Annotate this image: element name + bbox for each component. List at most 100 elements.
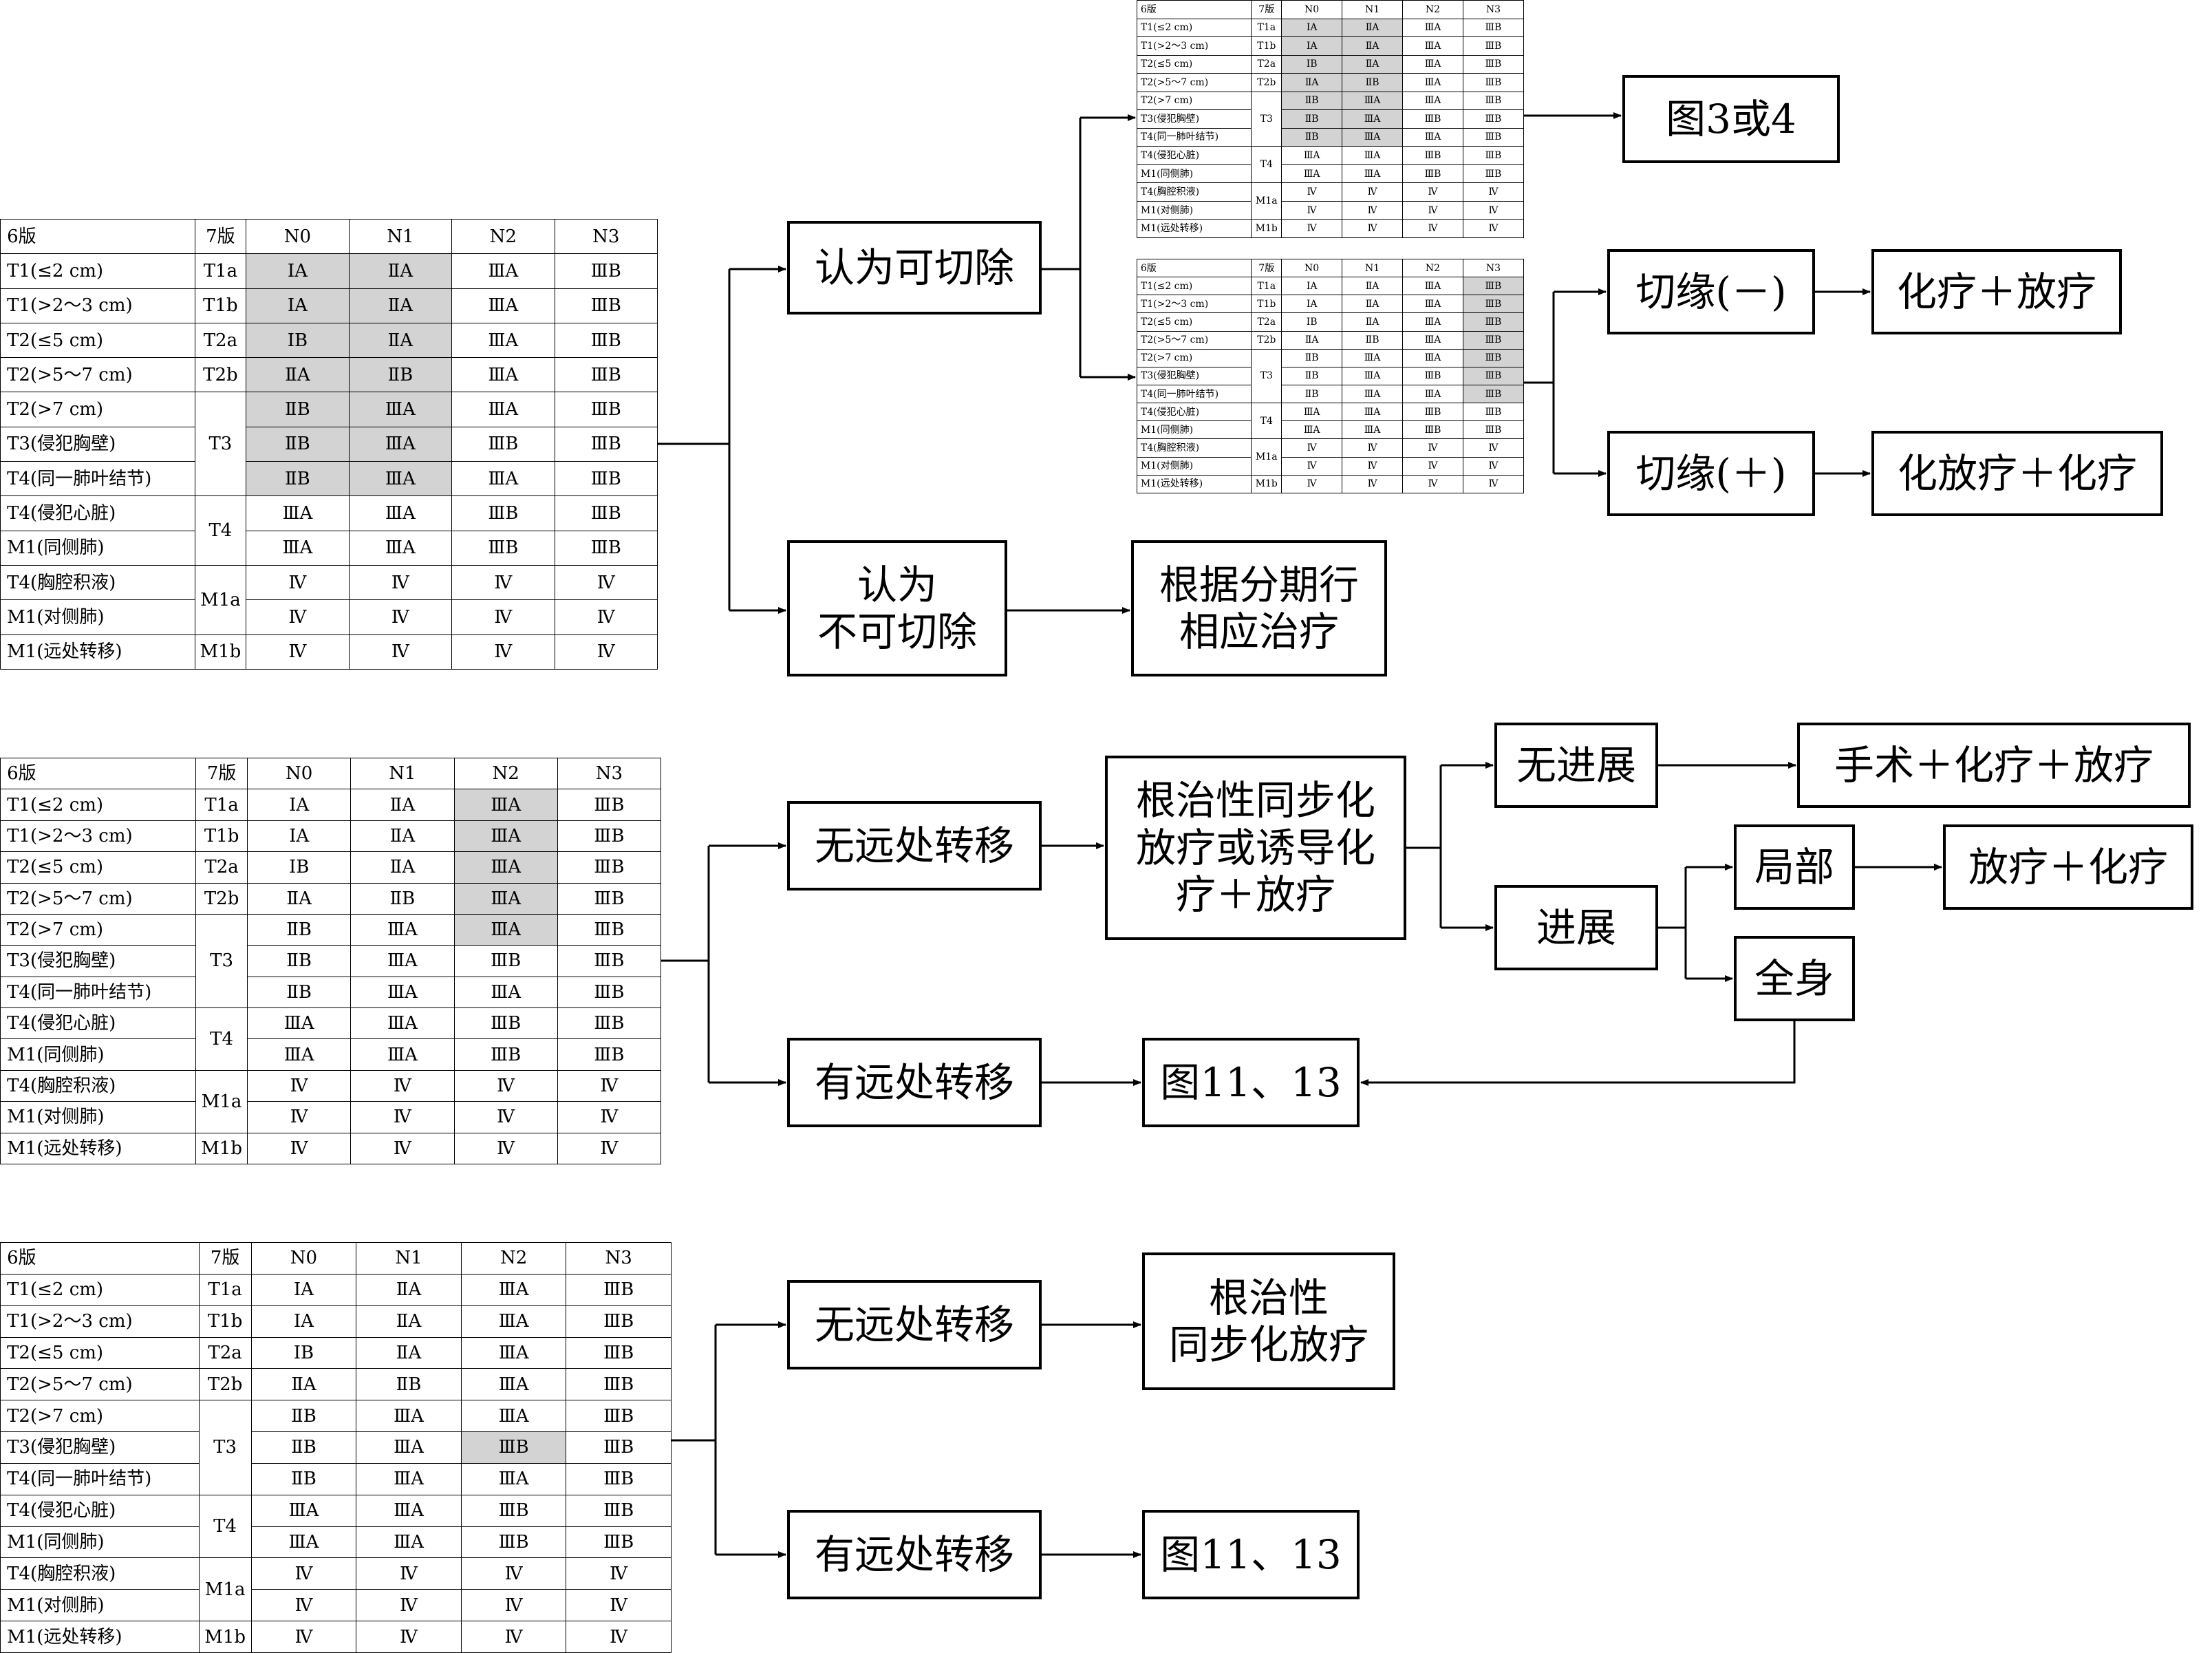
stage-cell: ⅢB (557, 820, 661, 853)
stage-cell: ⅡB (1281, 348, 1343, 367)
stage-cell: ⅢB (451, 495, 555, 531)
tnm-6th-cell: T2(≤5 cm) (0, 322, 195, 359)
stage-cell: ⅡA (250, 1368, 357, 1401)
stage-cell: ⅡA (1342, 54, 1404, 74)
stage-cell: ⅢA (350, 976, 455, 1009)
stage-cell: ⅠA (246, 253, 350, 289)
tnm-6th-cell: M1(远处转移) (0, 1621, 200, 1653)
stage-cell: Ⅳ (554, 634, 658, 670)
no-distant-mets-box-1: 无远处转移 (787, 801, 1042, 891)
tnm-6th-cell: T4(同一肺叶结节) (1136, 384, 1252, 404)
tnm-6th-cell: T1(>2～3 cm) (0, 820, 197, 853)
stage-cell: ⅠB (247, 851, 352, 884)
stage-cell: ⅡA (246, 357, 350, 393)
tnm-6th-cell: T3(侵犯胸壁) (0, 1431, 200, 1464)
tnm-6th-cell: M1(对侧肺) (1136, 200, 1252, 220)
stage-cell: ⅡA (348, 288, 453, 323)
header-cell: 6版 (1136, 0, 1252, 19)
header-cell: N2 (451, 218, 555, 255)
tnm-6th-cell: T1(>2～3 cm) (0, 1305, 200, 1338)
stage-cell: Ⅳ (453, 1069, 558, 1102)
stage-cell: ⅡA (356, 1273, 462, 1306)
stage-cell: ⅢB (1462, 73, 1524, 92)
tnm-7th-cell: T2a (1251, 54, 1282, 74)
tnm-7th-cell: M1b (1251, 219, 1282, 238)
header-cell: N0 (1281, 258, 1343, 278)
tnm-6th-cell: T2(≤5 cm) (1136, 54, 1252, 74)
stage-cell: Ⅳ (1462, 456, 1524, 476)
stage-cell: Ⅳ (1462, 219, 1524, 238)
header-cell: N0 (247, 757, 352, 790)
tnm-6th-cell: T2(>5～7 cm) (1136, 73, 1252, 92)
header-cell: N0 (1281, 0, 1343, 19)
stage-cell: ⅢA (1402, 384, 1463, 404)
stage-cell: ⅢA (250, 1494, 357, 1527)
stage-cell: Ⅳ (451, 599, 555, 635)
stage-cell: Ⅳ (557, 1069, 661, 1102)
stage-cell: ⅢB (1462, 312, 1524, 332)
tnm-6th-cell: T2(>7 cm) (0, 1400, 200, 1433)
stage-cell: ⅠA (1281, 18, 1343, 38)
stage-cell: ⅢA (1281, 164, 1343, 184)
stage-cell: Ⅳ (1342, 456, 1404, 476)
progression-box: 进展 (1494, 885, 1658, 970)
stage-cell: ⅢA (451, 253, 555, 289)
stage-cell: ⅡB (350, 882, 455, 915)
tnm-7th-cell: T2b (1251, 330, 1282, 350)
stage-cell: ⅢA (356, 1462, 462, 1495)
stage-cell: ⅡB (1281, 366, 1343, 385)
stage-cell: Ⅳ (1342, 474, 1404, 493)
stage-cell: ⅢA (453, 820, 558, 853)
connector-arrow (1360, 1021, 1796, 1086)
stage-cell: ⅢA (1342, 127, 1404, 147)
stage-cell: ⅡA (1342, 18, 1404, 38)
stage-cell: Ⅳ (566, 1621, 672, 1653)
tnm-6th-cell: T4(侵犯心脏) (0, 495, 195, 531)
stage-cell: ⅢB (1462, 420, 1524, 440)
stage-cell: Ⅳ (250, 1621, 357, 1653)
see-fig-11-13-box-2: 图11、13 (1142, 1510, 1360, 1599)
tnm-7th-cell: T2b (198, 1368, 252, 1401)
tnm-7th-cell: T4 (1251, 146, 1282, 184)
tnm-7th-cell: T1a (1251, 18, 1282, 38)
tnm-6th-cell: T2(>7 cm) (1136, 91, 1252, 111)
stage-cell: ⅢA (1281, 146, 1343, 165)
stage-cell: Ⅳ (356, 1621, 462, 1653)
header-cell: 7版 (1251, 258, 1282, 278)
tnm-7th-cell: T1b (1251, 295, 1282, 314)
tnm-6th-cell: T4(胸腔积液) (0, 1557, 200, 1590)
stage-cell: ⅠA (250, 1305, 357, 1338)
chemoradio-chemo-box: 化放疗＋化疗 (1871, 431, 2163, 516)
stage-cell: ⅢB (1462, 36, 1524, 56)
tnm-7th-cell: M1a (195, 1069, 248, 1133)
stage-cell: ⅢA (247, 1038, 352, 1071)
stage-cell: ⅢB (554, 288, 658, 323)
stage-cell: ⅢB (1462, 348, 1524, 367)
stage-cell: ⅢA (247, 1007, 352, 1040)
tnm-7th-cell: M1a (1251, 182, 1282, 220)
tnm-7th-cell: T3 (194, 392, 247, 497)
header-cell: N2 (1402, 0, 1463, 19)
tnm-6th-cell: T2(≤5 cm) (0, 851, 197, 884)
stage-cell: ⅡA (1281, 330, 1343, 350)
stage-cell: ⅢB (1462, 384, 1524, 404)
stage-cell: ⅢA (451, 461, 555, 497)
stage-cell: Ⅳ (451, 564, 555, 601)
stage-cell: ⅡA (356, 1305, 462, 1338)
tnm-7th-cell: T2b (194, 357, 247, 393)
